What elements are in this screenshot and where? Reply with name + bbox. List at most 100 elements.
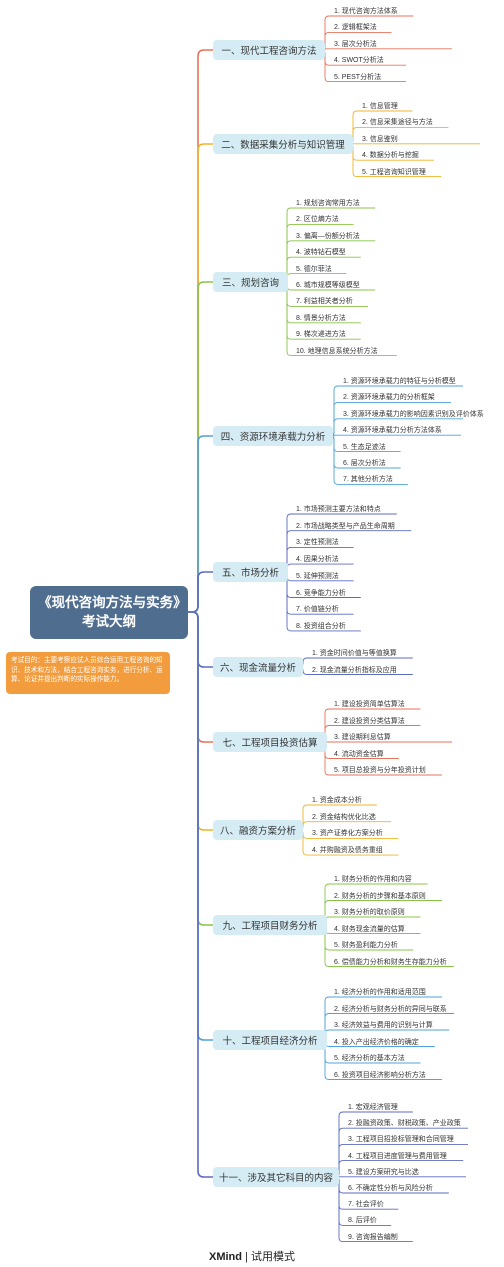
subtopic-item[interactable]: 6. 不确定性分析与风险分析 <box>348 1185 433 1192</box>
subtopic-item[interactable]: 2. 区位熵方法 <box>296 216 339 224</box>
leaf-connector <box>320 883 428 926</box>
subtopic-item[interactable]: 4. 波特钻石模型 <box>296 249 346 257</box>
topic-7[interactable]: 七、工程项目投资估算 <box>213 732 327 752</box>
branch-connector <box>188 435 213 613</box>
subtopic-item[interactable]: 2. 建设投资分类估算法 <box>334 717 405 725</box>
branch-connector <box>188 281 213 613</box>
subtopic-item[interactable]: 2. 市场战略类型与产品生命周期 <box>296 522 395 530</box>
subtopic-item[interactable]: 1. 现代咨询方法体系 <box>334 8 398 15</box>
subtopic-item[interactable]: 3. 层次分析法 <box>334 40 377 48</box>
subtopic-item[interactable]: 2. 财务分析的步骤和基本原则 <box>334 892 426 900</box>
subtopic-item[interactable]: 1. 资源环境承载力的特征与分析模型 <box>343 378 456 385</box>
subtopic-item[interactable]: 6. 投资项目经济影响分析方法 <box>334 1071 426 1079</box>
subtopic-item[interactable]: 6. 城市规模等级模型 <box>296 282 360 289</box>
topic-9[interactable]: 九、工程项目财务分析 <box>213 915 327 935</box>
central-topic[interactable]: 《现代咨询方法与实务》考试大纲 <box>30 586 188 639</box>
leaf-connector <box>333 434 461 437</box>
brand-logo: XMind <box>209 1251 242 1263</box>
subtopic-item[interactable]: 1. 宏观经济管理 <box>348 1104 398 1111</box>
branch-connector <box>188 49 213 613</box>
topic-4[interactable]: 四、资源环境承载力分析 <box>213 426 333 446</box>
subtopic-item[interactable]: 2. 逻辑框架法 <box>334 24 377 32</box>
topic-2[interactable]: 二、数据采集分析与知识管理 <box>213 134 353 154</box>
subtopic-item[interactable]: 2. 现金流量分析指标及应用 <box>312 666 397 674</box>
subtopic-item[interactable]: 7. 社会评价 <box>348 1201 384 1209</box>
subtopic-item[interactable]: 2. 经济分析与财务分析的异同与联系 <box>334 1005 447 1013</box>
subtopic-item[interactable]: 7. 价值链分析 <box>296 606 339 614</box>
subtopic-item[interactable]: 2. 信息采集途径与方法 <box>362 119 433 127</box>
subtopic-item[interactable]: 4. 资源环境承载力分析方法体系 <box>343 427 442 435</box>
subtopic-item[interactable]: 6. 层次分析法 <box>343 460 386 467</box>
subtopic-item[interactable]: 4. SWOT分析法 <box>334 57 384 65</box>
topic-3[interactable]: 三、规划咨询 <box>213 272 288 292</box>
subtopic-item[interactable]: 1. 经济分析的作用和适用范围 <box>334 989 426 996</box>
subtopic-item[interactable]: 4. 流动资金估算 <box>334 750 384 758</box>
subtopic-item[interactable]: 8. 情景分析方法 <box>296 314 346 322</box>
subtopic-item[interactable]: 6. 偿债能力分析和财务生存能力分析 <box>334 958 447 966</box>
subtopic-item[interactable]: 5. PEST分析法 <box>334 73 382 81</box>
trial-mode-label: 试用模式 <box>250 1251 295 1263</box>
subtopic-item[interactable]: 1. 财务分析的作用和内容 <box>334 876 412 883</box>
subtopic-item[interactable]: 9. 梯次递进方法 <box>296 331 346 339</box>
branch-connector <box>188 611 213 926</box>
subtopic-item[interactable]: 2. 投融资政策、财税政策、产业政策 <box>348 1120 461 1128</box>
subtopic-item[interactable]: 5. 生态足迹法 <box>343 443 386 451</box>
subtopic-item[interactable]: 7. 利益相关者分析 <box>296 298 353 306</box>
branch-connector <box>188 611 213 668</box>
subtopic-item[interactable]: 5. 项目总投资与分年投资计划 <box>334 767 426 774</box>
subtopic-item[interactable]: 3. 信息鉴别 <box>362 135 398 143</box>
exam-purpose-note[interactable]: 考试目的：主要考察应试人员综合运用工程咨询的知识、技术和方法，结合工程咨询实务，… <box>6 652 170 694</box>
subtopic-item[interactable]: 4. 财务现金流量的估算 <box>334 925 405 933</box>
xmind-watermark: XMind | 试用模式 <box>209 1251 295 1263</box>
subtopic-item[interactable]: 1. 建设投资简单估算法 <box>334 701 405 708</box>
subtopic-item[interactable]: 5. 延伸预测法 <box>296 572 339 580</box>
subtopic-item[interactable]: 1. 资金成本分析 <box>312 797 362 804</box>
subtopic-item[interactable]: 5. 建设方案研究与比选 <box>348 1168 419 1176</box>
leaf-connector <box>320 996 442 1041</box>
subtopic-item[interactable]: 3. 资产证券化方案分析 <box>312 830 383 838</box>
subtopic-item[interactable]: 8. 投资组合分析 <box>296 622 346 630</box>
subtopic-item[interactable]: 4. 数据分析与挖掘 <box>362 152 419 160</box>
subtopic-item[interactable]: 4. 投入产出经济价格的确定 <box>334 1038 419 1046</box>
topic-11[interactable]: 十一、涉及其它科目的内容 <box>213 1167 339 1187</box>
subtopic-item[interactable]: 4. 因果分析法 <box>296 556 339 564</box>
subtopic-item[interactable]: 1. 资金时间价值与等值换算 <box>312 650 397 657</box>
branch-connector <box>188 571 213 613</box>
topic-6[interactable]: 六、现金流量分析 <box>213 657 303 677</box>
topic-1[interactable]: 一、现代工程咨询方法 <box>213 40 325 60</box>
branch-connector <box>188 611 213 743</box>
subtopic-item[interactable]: 5. 财务盈利能力分析 <box>334 942 398 949</box>
leaf-connector <box>324 48 452 50</box>
subtopic-item[interactable]: 2. 资源环境承载力的分析框架 <box>343 394 435 402</box>
subtopic-item[interactable]: 3. 工程项目招投标管理和合同管理 <box>348 1136 454 1144</box>
branch-connector <box>188 611 213 1041</box>
subtopic-item[interactable]: 5. 经济分析的基本方法 <box>334 1055 405 1062</box>
subtopic-item[interactable]: 1. 市场预测主要方法和特点 <box>296 506 381 513</box>
topic-5[interactable]: 五、市场分析 <box>213 562 288 582</box>
subtopic-item[interactable]: 5. 德尔菲法 <box>296 265 332 273</box>
subtopic-item[interactable]: 3. 资源环境承载力的影响因素识别及评价体系 <box>343 410 484 418</box>
subtopic-item[interactable]: 2. 资金结构优化比选 <box>312 813 376 821</box>
subtopic-item[interactable]: 3. 建设期利息估算 <box>334 734 391 741</box>
leaf-connector <box>282 240 376 283</box>
subtopic-item[interactable]: 6. 竞争能力分析 <box>296 589 346 597</box>
subtopic-item[interactable]: 1. 信息管理 <box>362 103 398 110</box>
subtopic-item[interactable]: 5. 工程咨询知识管理 <box>362 168 426 176</box>
subtopic-item[interactable]: 3. 定性预测法 <box>296 539 339 547</box>
subtopic-item[interactable]: 9. 咨询报告编制 <box>348 1233 398 1241</box>
subtopic-item[interactable]: 7. 其他分析方法 <box>343 476 393 484</box>
branch-connector <box>188 611 213 831</box>
subtopic-item[interactable]: 3. 经济效益与费用的识别与计算 <box>334 1022 433 1029</box>
subtopic-item[interactable]: 4. 工程项目进度管理与费用管理 <box>348 1152 447 1160</box>
subtopic-item[interactable]: 10. 地理信息系统分析方法 <box>296 347 378 355</box>
subtopic-item[interactable]: 8. 后评价 <box>348 1217 377 1225</box>
topic-10[interactable]: 十、工程项目经济分析 <box>213 1030 327 1050</box>
branch-connector <box>188 143 213 613</box>
branch-connector <box>188 611 213 1178</box>
subtopic-item[interactable]: 1. 规划咨询常用方法 <box>296 200 360 207</box>
subtopic-item[interactable]: 3. 财务分析的取价原则 <box>334 909 405 916</box>
topic-8[interactable]: 八、融资方案分析 <box>213 820 303 840</box>
subtopic-item[interactable]: 3. 偏离—份额分析法 <box>296 232 360 240</box>
subtopic-item[interactable]: 4. 并购融资及债务重组 <box>312 847 383 855</box>
